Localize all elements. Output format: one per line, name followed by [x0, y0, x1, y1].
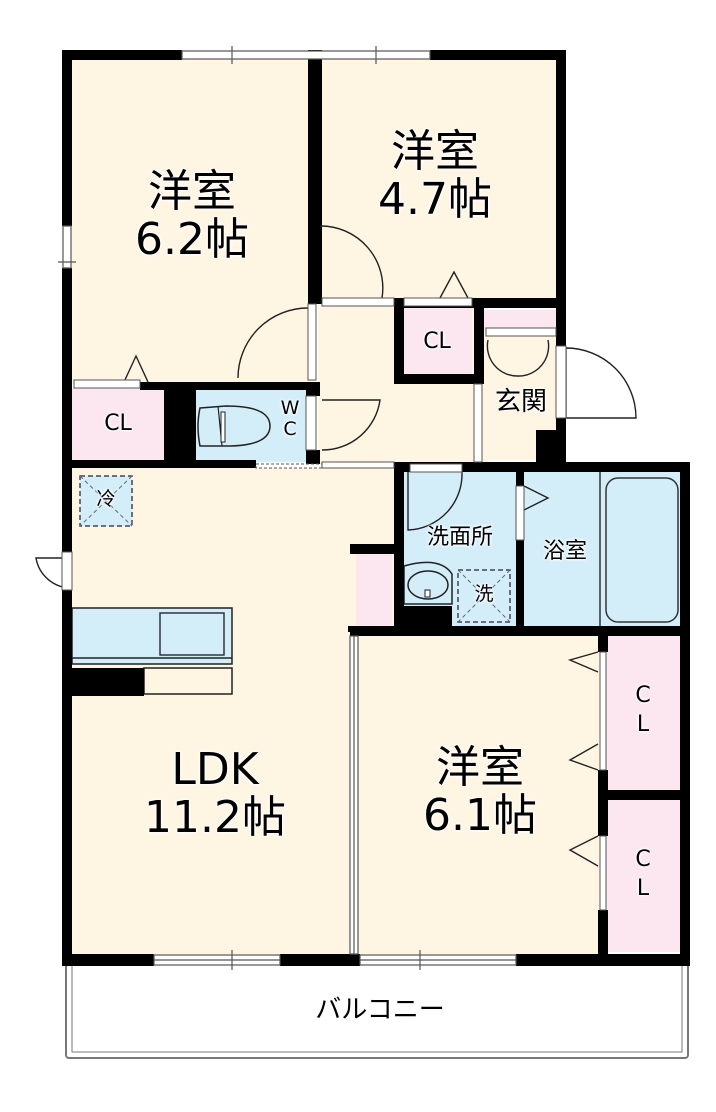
room-size: 6.1帖: [423, 790, 537, 842]
closet-label-l: L: [636, 711, 650, 737]
room-name: 洋室: [436, 742, 524, 793]
closet-hall-floor: [402, 306, 472, 378]
label-toilet: W C: [272, 398, 308, 440]
label-closet-right-top: C L: [606, 682, 680, 739]
label-washroom: 洗面所: [426, 525, 493, 550]
closet-left-floor: [72, 388, 164, 462]
label-western-room-3: 洋室 6.1帖: [400, 742, 560, 842]
kitchen-sink: [159, 612, 225, 656]
closet-right-bottom-floor: [606, 800, 680, 952]
label-closet-hall: CL: [423, 329, 451, 354]
toilet-fixture: [197, 405, 271, 447]
ldk-storage: [356, 552, 392, 630]
room-name: 洋室: [391, 126, 479, 177]
floor-western-room-2: [318, 58, 558, 302]
fridge-space: [79, 475, 133, 527]
windows: [58, 46, 517, 970]
floor-ldk: [70, 466, 400, 954]
doors: [35, 225, 637, 867]
kitchen-pillar: [70, 668, 144, 696]
closet-label-l: L: [636, 875, 650, 901]
room-name: LDK: [171, 744, 259, 795]
label-entrance: 玄関: [494, 387, 547, 417]
label-washer: 洗: [474, 583, 494, 605]
entrance-shoe-closet: [484, 310, 556, 330]
label-bathroom: 浴室: [542, 539, 587, 564]
floor-western-room-3: [358, 634, 602, 954]
label-western-room-2: 洋室 4.7帖: [355, 126, 515, 226]
walls: [62, 50, 690, 966]
label-closet-right-bottom: C L: [606, 846, 680, 903]
closet-right-top-floor: [606, 636, 680, 792]
room-size: 4.7帖: [378, 174, 492, 226]
room-size: 6.2帖: [135, 214, 249, 266]
label-balcony: バルコニー: [315, 995, 445, 1025]
floor-western-room-1: [70, 58, 315, 384]
toilet-label-c: C: [283, 417, 297, 440]
toilet-label-w: W: [280, 397, 300, 419]
room-size: 11.2帖: [144, 792, 286, 844]
room-name: 洋室: [148, 166, 236, 217]
closet-label-c: C: [635, 847, 651, 872]
label-fridge: 冷: [96, 488, 116, 510]
label-closet-left: CL: [104, 411, 132, 436]
closet-label-c: C: [635, 683, 651, 708]
label-western-room-1: 洋室 6.2帖: [112, 166, 272, 266]
kitchen-backboard: [143, 667, 233, 695]
bathtub: [605, 477, 679, 623]
label-ldk: LDK 11.2帖: [120, 744, 310, 844]
